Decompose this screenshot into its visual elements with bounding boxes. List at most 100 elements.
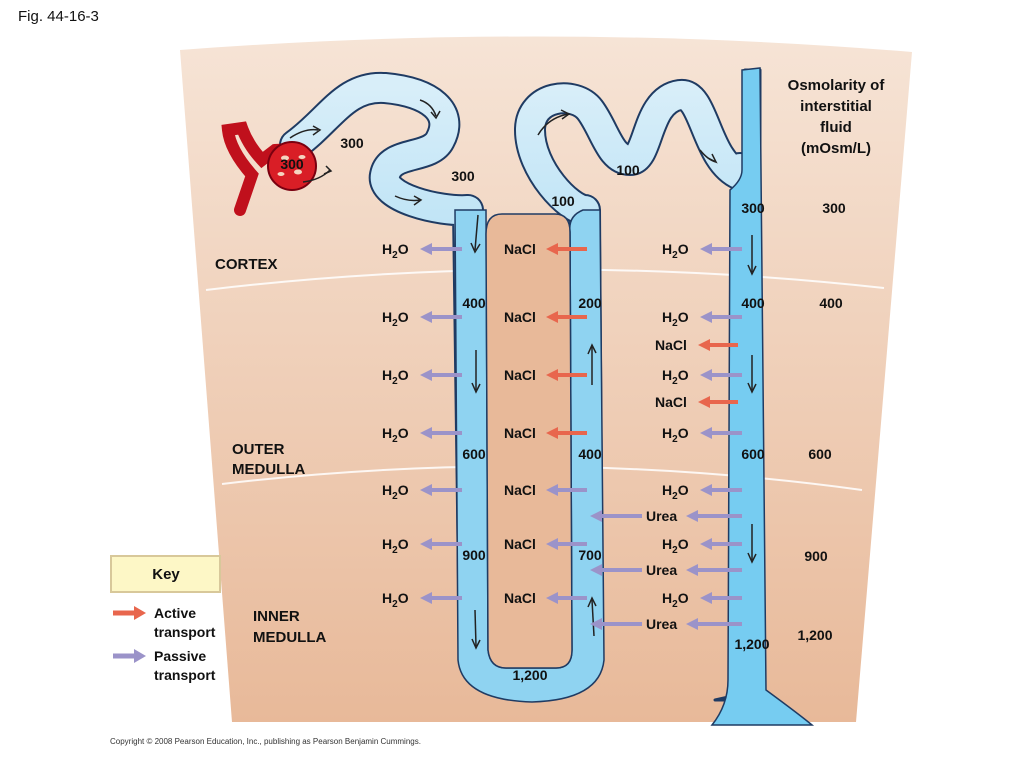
key-active-arrow — [113, 606, 146, 620]
svg-text:(mOsm/L): (mOsm/L) — [801, 140, 871, 157]
urea-arrow-right — [686, 510, 742, 522]
collecting-water-arrow — [700, 484, 742, 496]
svg-text:1,200: 1,200 — [797, 627, 832, 643]
svg-text:600: 600 — [741, 446, 765, 462]
collecting-water-arrow — [700, 369, 742, 381]
key-title-box — [110, 555, 221, 593]
ascending-nacl-label: NaCl — [504, 367, 536, 383]
urea-label: Urea — [646, 562, 677, 578]
transport-arrows: H2OH2OH2OH2OH2OH2OH2ONaClNaClNaClNaClNaC… — [382, 241, 742, 632]
inner-medulla-label-line1: INNER — [253, 608, 300, 625]
svg-text:600: 600 — [462, 446, 486, 462]
svg-text:400: 400 — [819, 295, 843, 311]
ascending-nacl-passive-arrow — [546, 592, 587, 604]
ascending-nacl-label: NaCl — [504, 482, 536, 498]
svg-text:400: 400 — [741, 295, 765, 311]
descending-water-arrow — [420, 243, 462, 255]
loop-of-henle — [454, 209, 605, 703]
descending-water-label: H2O — [382, 482, 409, 502]
collecting-water-arrow — [700, 427, 742, 439]
ascending-nacl-label: NaCl — [504, 309, 536, 325]
collecting-nacl-arrow — [698, 339, 738, 351]
collecting-water-label: H2O — [662, 590, 689, 610]
collecting-water-arrow — [700, 538, 742, 550]
collecting-water-label: H2O — [662, 482, 689, 502]
collecting-water-arrow — [700, 243, 742, 255]
figure-label: Fig. 44-16-3 — [18, 8, 99, 25]
svg-text:300: 300 — [822, 200, 846, 216]
svg-text:900: 900 — [462, 547, 486, 563]
svg-text:transport: transport — [154, 624, 216, 640]
collecting-water-label: H2O — [662, 367, 689, 387]
key: Key Active transport Passive transport — [110, 555, 221, 683]
svg-text:600: 600 — [808, 446, 832, 462]
descending-water-arrow — [420, 311, 462, 323]
svg-text:Passive: Passive — [154, 648, 206, 664]
collecting-nacl-label: NaCl — [655, 394, 687, 410]
collecting-water-arrow — [700, 592, 742, 604]
svg-text:200: 200 — [578, 295, 602, 311]
svg-text:300: 300 — [741, 200, 765, 216]
svg-text:transport: transport — [154, 667, 216, 683]
collecting-water-label: H2O — [662, 536, 689, 556]
svg-text:400: 400 — [462, 295, 486, 311]
svg-text:400: 400 — [578, 446, 602, 462]
descending-water-label: H2O — [382, 367, 409, 387]
descending-water-arrow — [420, 538, 462, 550]
svg-text:Osmolarity of: Osmolarity of — [788, 77, 886, 94]
descending-water-label: H2O — [382, 425, 409, 445]
svg-text:900: 900 — [804, 548, 828, 564]
descending-water-arrow — [420, 484, 462, 496]
ascending-nacl-active-arrow — [546, 369, 587, 381]
svg-text:100: 100 — [616, 162, 640, 178]
svg-text:300: 300 — [280, 156, 304, 172]
copyright-notice: Copyright © 2008 Pearson Education, Inc.… — [110, 737, 421, 746]
descending-water-label: H2O — [382, 309, 409, 329]
svg-text:300: 300 — [451, 168, 475, 184]
ascending-nacl-active-arrow — [546, 427, 587, 439]
collecting-water-label: H2O — [662, 309, 689, 329]
ascending-nacl-passive-arrow — [546, 538, 587, 550]
urea-label: Urea — [646, 508, 677, 524]
key-passive-arrow — [113, 649, 146, 663]
descending-water-label: H2O — [382, 536, 409, 556]
osmolarity-header: Osmolarity of interstitial fluid (mOsm/L… — [788, 77, 886, 157]
urea-arrow-left — [590, 510, 642, 522]
outer-medulla-label-line2: MEDULLA — [232, 461, 305, 478]
ascending-nacl-active-arrow — [546, 311, 587, 323]
collecting-water-label: H2O — [662, 241, 689, 261]
urea-arrow-left — [590, 618, 642, 630]
svg-text:interstitial: interstitial — [800, 98, 872, 115]
svg-text:100: 100 — [551, 193, 575, 209]
urea-label: Urea — [646, 616, 677, 632]
urea-arrow-left — [590, 564, 642, 576]
descending-water-label: H2O — [382, 590, 409, 610]
svg-text:Key: Key — [152, 566, 180, 583]
ascending-nacl-passive-arrow — [546, 484, 587, 496]
urea-arrow-right — [686, 564, 742, 576]
collecting-nacl-label: NaCl — [655, 337, 687, 353]
collecting-water-label: H2O — [662, 425, 689, 445]
ascending-nacl-label: NaCl — [504, 536, 536, 552]
descending-water-arrow — [420, 369, 462, 381]
urea-arrow-right — [686, 618, 742, 630]
inner-medulla-label-line2: MEDULLA — [253, 629, 326, 646]
collecting-duct — [710, 67, 815, 726]
glomerulus — [221, 121, 317, 216]
ascending-nacl-label: NaCl — [504, 241, 536, 257]
svg-text:1,200: 1,200 — [512, 667, 547, 683]
collecting-water-arrow — [700, 311, 742, 323]
ascending-nacl-label: NaCl — [504, 590, 536, 606]
descending-water-label: H2O — [382, 241, 409, 261]
svg-text:Active: Active — [154, 605, 196, 621]
svg-text:300: 300 — [340, 135, 364, 151]
svg-text:1,200: 1,200 — [734, 636, 769, 652]
outer-medulla-label-line1: OUTER — [232, 441, 285, 458]
tubule-values: 300 300 300 400 600 900 1,200 100 200 40… — [280, 135, 769, 683]
ascending-nacl-label: NaCl — [504, 425, 536, 441]
cortex-label: CORTEX — [215, 256, 278, 273]
ascending-nacl-active-arrow — [546, 243, 587, 255]
descending-water-arrow — [420, 592, 462, 604]
descending-water-arrow — [420, 427, 462, 439]
